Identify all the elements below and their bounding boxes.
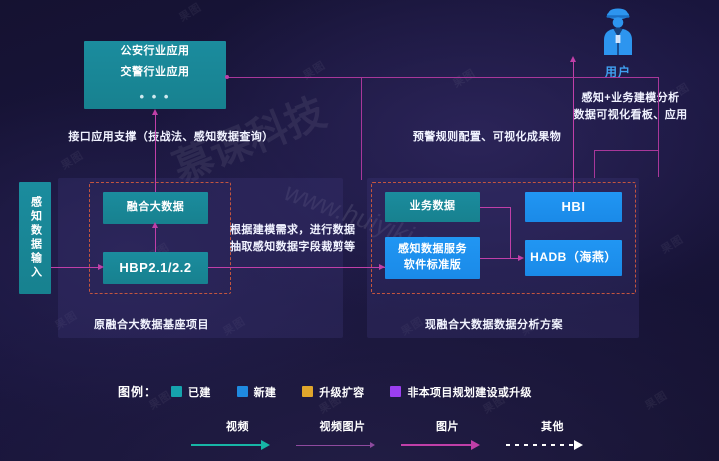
connector-input-to-hbp	[51, 267, 99, 268]
legend-arrow-bar	[401, 444, 473, 446]
left-group-dashed-border	[89, 182, 231, 294]
left-group-label: 原融合大数据基座项目	[94, 319, 209, 331]
interface-support-note: 接口应用支撑（技战法、感知数据查询）	[68, 131, 274, 143]
box-line-public-security: 公安行业应用	[120, 44, 190, 57]
police-officer-icon	[604, 8, 632, 55]
connector-hbp-to-right-group	[208, 267, 385, 268]
box-label-line-1: 感知数据服务	[398, 243, 467, 256]
box-label-line-2: 软件标准版	[403, 259, 462, 271]
connector-service-stub	[480, 258, 510, 259]
arrow-hbp-to-right-group	[379, 263, 385, 270]
box-label: HBP2.1/2.2	[119, 259, 192, 275]
legend-label: 升级扩容	[319, 386, 365, 399]
watermark-brand: 果图	[659, 233, 686, 257]
connector-outer-top	[361, 77, 659, 78]
legend-label: 非本项目规划建设或升级	[407, 386, 532, 399]
connector-business-data-vertical	[510, 207, 511, 258]
legend-swatch-icon	[171, 386, 183, 397]
legend-arrow-tip-icon	[471, 440, 480, 450]
legend-arrow-other: 其他	[500, 418, 605, 450]
legend-label: 已建	[188, 386, 211, 399]
arrow-hbp-to-fusion	[151, 222, 158, 228]
legend-arrow-line	[290, 440, 395, 450]
arrow-hbi-to-user	[569, 56, 576, 62]
box-hbp[interactable]: HBP2.1/2.2	[103, 252, 208, 284]
modeling-note-line-2: 抽取感知数据字段裁剪等	[230, 240, 356, 253]
watermark-brand: 果图	[451, 67, 478, 91]
legend-arrow-video: 视频	[185, 418, 290, 450]
right-group-label: 现融合大数据数据分析方案	[425, 319, 563, 331]
legend-arrow-label: 图片	[436, 421, 459, 433]
alert-rule-note: 预警规则配置、可视化成果物	[412, 131, 562, 143]
user-label: 用户	[604, 65, 631, 79]
legend-item-outside-scope: 非本项目规划建设或升级	[390, 384, 531, 400]
legend-colors: 图例： 已建 新建 升级扩容 非本项目规划建设或升级	[118, 383, 558, 400]
legend-arrow-image: 图片	[395, 418, 500, 450]
box-business-data[interactable]: 业务数据	[385, 192, 480, 222]
watermark-brand: 果图	[643, 389, 670, 413]
box-label: HADB（海燕）	[530, 250, 617, 265]
legend-arrow-line	[500, 440, 605, 450]
legend-swatch-icon	[236, 386, 248, 397]
box-label: 业务数据	[409, 200, 456, 213]
box-label: HBI	[561, 198, 586, 214]
legend-arrow-tip-icon	[370, 442, 375, 448]
legend-item-new: 新建	[236, 384, 277, 400]
legend-arrow-label: 视频	[226, 421, 249, 433]
legend-arrow-bar	[191, 444, 263, 446]
legend-swatch-icon	[390, 386, 402, 397]
user-block: 用户	[578, 6, 658, 80]
legend-item-built: 已建	[171, 384, 211, 400]
legend-swatch-icon	[302, 386, 314, 397]
connector-right-to-top-vertical	[361, 77, 362, 180]
right-group-dashed-border	[371, 182, 636, 294]
user-note-line-1: 感知+业务建模分析	[581, 92, 680, 104]
legend-label: 新建	[253, 386, 277, 399]
watermark-brand: 果图	[59, 149, 86, 173]
legend-arrows: 视频 视频图片 图片 其他	[185, 418, 605, 450]
connector-outer-right-vertical	[658, 77, 659, 177]
box-line-traffic-police: 交警行业应用	[120, 65, 190, 78]
legend-arrow-label: 视频图片	[319, 421, 366, 433]
box-hbi[interactable]: HBI	[525, 192, 622, 222]
legend-title: 图例：	[118, 385, 158, 399]
legend-arrow-label: 其他	[541, 421, 564, 433]
legend-arrow-video-image: 视频图片	[290, 418, 395, 450]
legend-item-upgrade: 升级扩容	[302, 384, 364, 400]
watermark-brand: 果图	[177, 1, 204, 25]
box-label: 融合大数据	[126, 201, 185, 214]
modeling-note-line-1: 根据建模需求，进行数据	[230, 224, 356, 236]
modeling-requirement-note: 根据建模需求，进行数据 抽取感知数据字段裁剪等	[230, 222, 395, 255]
arrow-input-to-hbp	[98, 263, 104, 270]
box-ellipsis: • • •	[139, 88, 171, 104]
legend-arrow-line	[185, 440, 290, 450]
connector-endpoint-dot	[225, 75, 229, 79]
box-hadb[interactable]: HADB（海燕）	[525, 240, 622, 276]
box-fusion-big-data[interactable]: 融合大数据	[103, 192, 208, 224]
box-industry-applications[interactable]: 公安行业应用 交警行业应用 • • •	[84, 41, 226, 109]
legend-arrow-dotted-bar	[506, 444, 576, 446]
arrow-fusion-to-apps	[151, 109, 158, 115]
connector-junction-to-hadb	[510, 258, 521, 259]
legend-arrow-tip-icon	[261, 440, 270, 450]
box-perception-data-service[interactable]: 感知数据服务 软件标准版	[385, 237, 480, 279]
input-box-label: 感知数据输入	[29, 196, 42, 280]
connector-outer-inner-vertical	[594, 150, 595, 178]
connector-hbp-to-fusion	[155, 226, 156, 252]
connector-hbi-to-user	[573, 60, 574, 192]
watermark-brand: 果图	[301, 59, 328, 83]
legend-arrow-bar	[296, 444, 372, 446]
connector-fusion-to-apps	[155, 114, 156, 192]
legend-arrow-line	[395, 440, 500, 450]
connector-outer-inner-horizontal	[594, 150, 658, 151]
legend-arrow-tip-icon	[574, 440, 583, 450]
connector-right-to-top-horizontal	[227, 77, 362, 78]
arrow-to-hadb	[518, 254, 524, 261]
box-perception-data-input[interactable]: 感知数据输入	[19, 182, 51, 294]
connector-business-data-stub	[480, 207, 511, 208]
